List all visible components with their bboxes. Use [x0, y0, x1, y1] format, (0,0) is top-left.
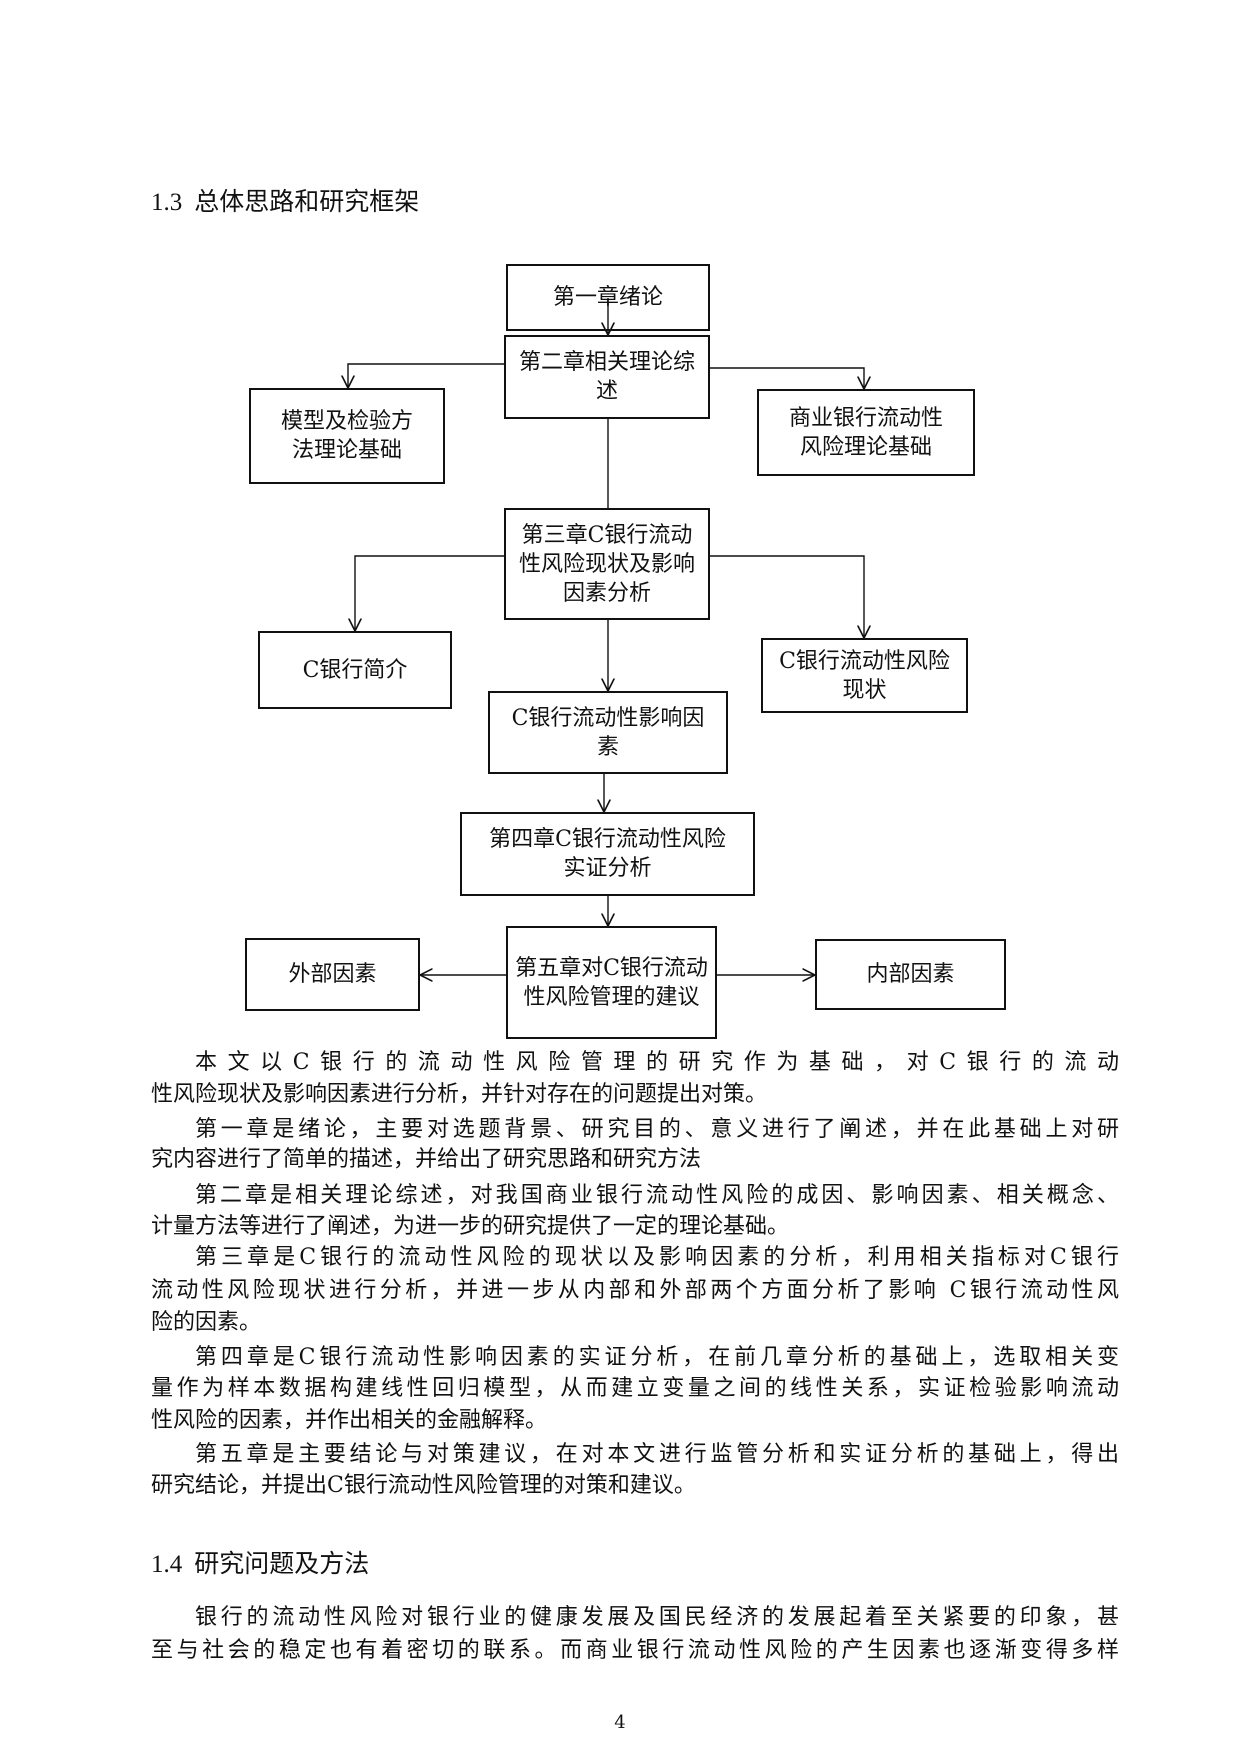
box-chapter-4: 第四章C银行流动性风险实证分析 — [460, 812, 755, 896]
body-line: 研究结论，并提出C银行流动性风险管理的对策和建议。 — [151, 1473, 696, 1498]
box-chapter-2: 第二章相关理论综述 — [504, 335, 710, 419]
box-chapter-5: 第五章对C银行流动性风险管理的建议 — [506, 926, 717, 1039]
arrow-ch3-status — [710, 555, 864, 638]
arrow-ch2-model — [348, 363, 504, 388]
body-line: 至与社会的稳定也有着密切的联系。而商业银行流动性风险的产生因素也逐渐变得多样 — [151, 1638, 1119, 1663]
section-number: 1.4 — [151, 1551, 183, 1578]
box-chapter-1: 第一章绪论 — [506, 264, 710, 331]
body-line: 银行的流动性风险对银行业的健康发展及国民经济的发展起着至关紧要的印象，甚 — [195, 1605, 1119, 1630]
section-number: 1.3 — [151, 189, 183, 216]
body-line: 性风险的因素，并作出相关的金融解释。 — [151, 1408, 548, 1433]
body-line: 第二章是相关理论综述，对我国商业银行流动性风险的成因、影响因素、相关概念、 — [195, 1183, 1119, 1208]
box-internal-factors: 内部因素 — [815, 939, 1006, 1010]
section-heading-1-4: 1.4 研究问题及方法 — [151, 1544, 369, 1580]
box-influence-factors: C银行流动性影响因素 — [488, 691, 728, 774]
box-model-theory: 模型及检验方法理论基础 — [249, 388, 445, 484]
body-line: 第一章是绪论，主要对选题背景、研究目的、意义进行了阐述，并在此基础上对研 — [195, 1117, 1119, 1142]
body-line: 第五章是主要结论与对策建议，在对本文进行监管分析和实证分析的基础上，得出 — [195, 1442, 1119, 1467]
box-liquidity-theory: 商业银行流动性风险理论基础 — [757, 389, 975, 476]
body-line: 性风险现状及影响因素进行分析，并针对存在的问题提出对策。 — [151, 1082, 768, 1107]
body-line: 第三章是C银行的流动性风险的现状以及影响因素的分析，利用相关指标对C银行 — [195, 1245, 1119, 1270]
body-line: 本文以C银行的流动性风险管理的研究作为基础，对C银行的流动 — [195, 1050, 1119, 1075]
section-title: 研究问题及方法 — [194, 1549, 370, 1578]
box-external-factors: 外部因素 — [245, 938, 420, 1011]
body-line: 量作为样本数据构建线性回归模型，从而建立变量之间的线性关系，实证检验影响流动 — [151, 1376, 1119, 1401]
body-line: 险的因素。 — [151, 1310, 262, 1335]
arrow-ch2-theory — [710, 367, 864, 389]
body-line: 流动性风险现状进行分析，并进一步从内部和外部两个方面分析了影响 C银行流动性风 — [151, 1278, 1119, 1303]
section-title: 总体思路和研究框架 — [194, 187, 420, 216]
arrow-ch3-intro — [355, 555, 504, 631]
box-bank-intro: C银行简介 — [258, 631, 452, 709]
page-number: 4 — [614, 1712, 626, 1733]
body-line: 计量方法等进行了阐述，为进一步的研究提供了一定的理论基础。 — [151, 1214, 790, 1239]
box-risk-status: C银行流动性风险现状 — [761, 638, 968, 713]
section-heading-1-3: 1.3 总体思路和研究框架 — [151, 182, 419, 218]
body-line: 究内容进行了简单的描述，并给出了研究思路和研究方法 — [151, 1147, 702, 1172]
body-line: 第四章是C银行流动性影响因素的实证分析，在前几章分析的基础上，选取相关变 — [195, 1345, 1119, 1370]
box-chapter-3: 第三章C银行流动性风险现状及影响因素分析 — [504, 508, 710, 620]
